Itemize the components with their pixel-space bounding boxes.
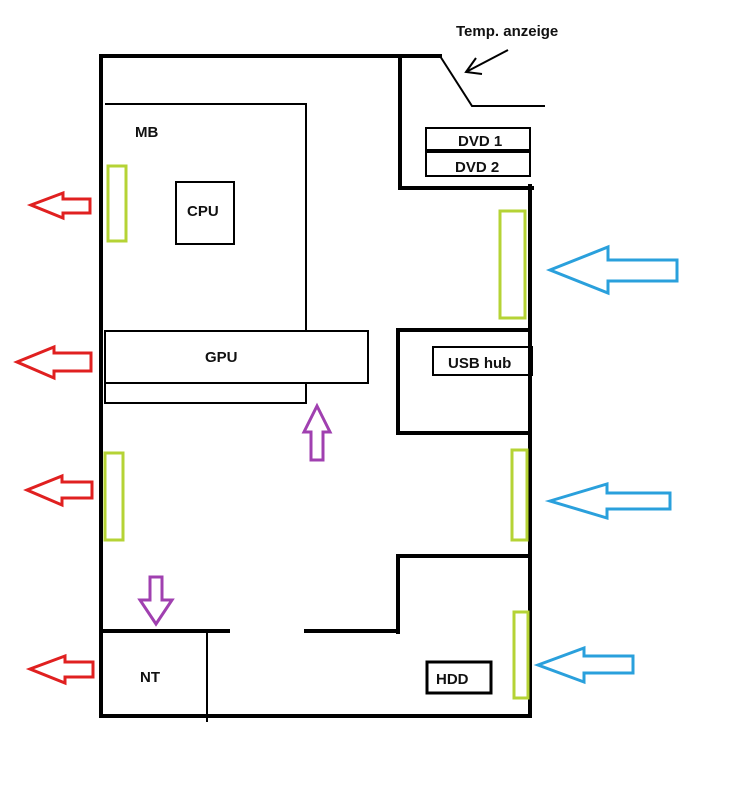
rear-fan-bottom xyxy=(103,451,125,542)
temp-pointer-arrow xyxy=(464,49,509,75)
intake-arrow-3 xyxy=(533,645,635,685)
hdd-label: HDD xyxy=(436,671,469,688)
usb-hub-label: USB hub xyxy=(448,355,511,372)
intake-arrows xyxy=(533,244,679,685)
intake-arrow-2 xyxy=(544,481,672,521)
airflow-up-arrow xyxy=(301,402,333,462)
usb-hub-compartment: USB hub xyxy=(396,328,533,435)
mb-label: MB xyxy=(135,124,158,141)
front-fan-middle xyxy=(510,448,529,542)
front-fan-bottom xyxy=(512,610,530,700)
airflow-down-arrow xyxy=(137,575,175,627)
fans xyxy=(103,164,530,700)
drive-bay: DVD 1 DVD 2 xyxy=(398,54,545,190)
exhaust-arrow-1 xyxy=(26,190,92,221)
cpu-box xyxy=(175,181,235,245)
hdd-compartment: HDD xyxy=(396,554,532,695)
gpu: GPU xyxy=(104,330,369,404)
exhaust-arrow-2 xyxy=(13,344,93,381)
hdd-box xyxy=(425,660,493,695)
dvd1-drive xyxy=(425,127,531,151)
cpu-label: CPU xyxy=(187,203,219,220)
exhaust-arrows xyxy=(13,190,95,686)
motherboard: MB CPU xyxy=(105,103,307,330)
dvd1-label: DVD 1 xyxy=(458,133,502,150)
intake-arrow-1 xyxy=(545,244,679,296)
dvd2-drive xyxy=(425,151,531,177)
front-fan-top xyxy=(498,209,527,320)
psu-label: NT xyxy=(140,669,160,686)
psu-shelf: NT xyxy=(99,629,398,722)
rear-fan-top xyxy=(106,164,128,243)
case-outline xyxy=(99,54,532,718)
usb-hub-box xyxy=(432,346,533,376)
temp-display-label: Temp. anzeige xyxy=(456,23,558,40)
exhaust-arrow-4 xyxy=(25,653,95,686)
exhaust-arrow-3 xyxy=(23,473,94,508)
internal-airflow-arrows xyxy=(137,402,333,627)
gpu-label: GPU xyxy=(205,349,238,366)
dvd2-label: DVD 2 xyxy=(455,159,499,176)
gpu-card xyxy=(104,330,369,384)
